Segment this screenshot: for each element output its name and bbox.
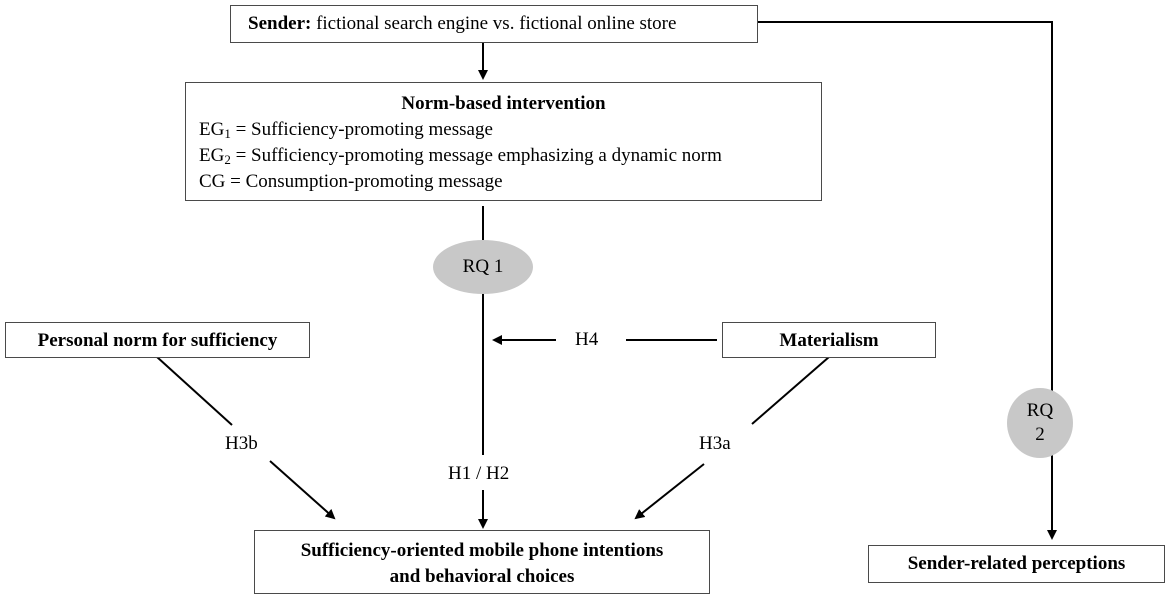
intervention-box: Norm-based intervention EG1 = Sufficienc… [185,82,822,201]
h3b-label: H3b [225,433,258,454]
line-personal-norm-to-h3b [156,356,233,426]
sender-label-text: fictional search engine vs. fictional on… [311,13,677,34]
eg2-subscript: 2 [224,152,231,167]
line-materialism-to-h3a [751,356,830,425]
eg2-text: = Sufficiency-promoting message emphasiz… [230,145,722,166]
intervention-title: Norm-based intervention [401,93,606,114]
sender-perceptions-box: Sender-related perceptions [868,545,1165,583]
eg1-text: = Sufficiency-promoting message [230,119,493,140]
h4-label: H4 [575,329,599,350]
sender-label: Sender: fictional search engine vs. fict… [248,12,676,36]
intervention-eg1: EG1 = Sufficiency-promoting message [199,118,493,142]
arrow-h3b-to-outcome [269,460,336,520]
arrow-h3a-to-outcome [634,463,705,520]
rq1-ellipse: RQ 1 [433,240,533,294]
personal-norm-box: Personal norm for sufficiency [5,322,310,358]
arrow-sender-to-perceptions [758,21,1057,540]
materialism-label: Materialism [779,330,879,351]
sender-perceptions-label: Sender-related perceptions [907,553,1126,574]
rq2-label-line2: 2 [1035,424,1045,445]
rq2-ellipse: RQ 2 [1007,388,1073,458]
outcome-label-line1: Sufficiency-oriented mobile phone intent… [300,540,664,561]
sender-label-bold: Sender: [248,13,312,34]
h1h2-label: H1 / H2 [448,463,510,484]
personal-norm-label: Personal norm for sufficiency [37,330,278,351]
eg2-prefix: EG [199,145,225,166]
outcome-box: Sufficiency-oriented mobile phone intent… [254,530,710,594]
eg1-subscript: 1 [224,126,231,141]
h3a-label: H3a [699,433,731,454]
intervention-cg: CG = Consumption-promoting message [199,171,503,192]
rq1-label: RQ 1 [462,256,504,277]
intervention-eg2: EG2 = Sufficiency-promoting message emph… [199,144,722,168]
materialism-box: Materialism [722,322,936,358]
outcome-label-line2: and behavioral choices [389,566,575,587]
sender-box: Sender: fictional search engine vs. fict… [230,5,758,43]
eg1-prefix: EG [199,119,225,140]
rq2-label-line1: RQ [1026,400,1054,421]
